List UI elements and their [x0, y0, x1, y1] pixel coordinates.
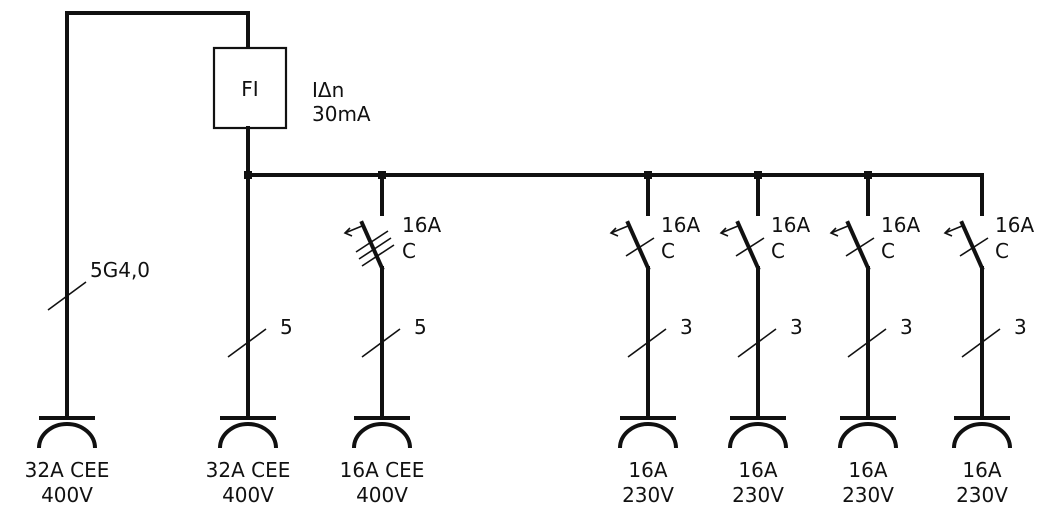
- supply-cable-label: 5G4,0: [90, 258, 150, 282]
- socket-0: 32A CEE 400V: [25, 416, 110, 507]
- branch-0-tick: [227, 328, 267, 358]
- socket-1-outlet-icon: [218, 422, 278, 449]
- socket-2-line1: 16A CEE: [340, 458, 425, 482]
- socket-4: 16A 230V: [728, 416, 788, 507]
- socket-5-line1: 16A: [848, 458, 887, 482]
- breaker-3-curve: C: [771, 239, 785, 263]
- socket-5-line2: 230V: [842, 483, 894, 507]
- socket-4-outlet-icon: [728, 422, 788, 449]
- branch-1-tick: [361, 328, 401, 358]
- socket-0-line2: 400V: [41, 483, 93, 507]
- breaker-4-pole-mark: [845, 237, 875, 257]
- breaker-2-trip-arrow-head: [609, 227, 619, 237]
- socket-6-line2: 230V: [956, 483, 1008, 507]
- socket-2-outlet-icon: [352, 422, 412, 449]
- socket-3-outlet-icon: [618, 422, 678, 449]
- junction-dot: [244, 171, 252, 179]
- branch-0-count: 5: [280, 315, 293, 339]
- breaker-5-current: 16A: [995, 213, 1034, 237]
- fi-box: [212, 46, 288, 130]
- breaker-3-trip-arrow-head: [719, 227, 729, 237]
- breaker-1-trip-arrow-head: [343, 227, 353, 237]
- socket-2-line2: 400V: [356, 483, 408, 507]
- breaker-5-curve: C: [995, 239, 1009, 263]
- branch-3-tick: [737, 328, 777, 358]
- branch-2-count: 3: [680, 315, 693, 339]
- branch-5-tick: [961, 328, 1001, 358]
- breaker-5-trip-arrow: [944, 225, 963, 234]
- branch-4: 16A C 3: [829, 173, 920, 420]
- fi-label: FI: [241, 77, 258, 101]
- branch-3: 16A C 3: [719, 173, 810, 420]
- breaker-1-pole-mark: [358, 237, 392, 260]
- breaker-3-contact: [735, 220, 761, 271]
- breaker-2-pole-mark: [625, 237, 655, 257]
- socket-5-outlet-icon: [838, 422, 898, 449]
- breaker-2-curve: C: [661, 239, 675, 263]
- supply-cable-tick: [47, 281, 87, 311]
- socket-1-line1: 32A CEE: [206, 458, 291, 482]
- breaker-3-trip-arrow: [720, 225, 739, 234]
- breaker-1-current: 16A: [402, 213, 441, 237]
- socket-1: 32A CEE 400V: [206, 416, 291, 507]
- breaker-3-current: 16A: [771, 213, 810, 237]
- breaker-1-trip-arrow: [344, 225, 363, 234]
- breaker-4-current: 16A: [881, 213, 920, 237]
- socket-3-line1: 16A: [628, 458, 667, 482]
- branch-2-tick: [627, 328, 667, 358]
- socket-4-line2: 230V: [732, 483, 784, 507]
- breaker-4-trip-arrow: [830, 225, 849, 234]
- breaker-1-curve: C: [402, 239, 416, 263]
- branch-4-count: 3: [900, 315, 913, 339]
- socket-5: 16A 230V: [838, 416, 898, 507]
- branch-5-count: 3: [1014, 315, 1027, 339]
- supply-wire: [65, 11, 250, 420]
- branch-3-count: 3: [790, 315, 803, 339]
- breaker-2-contact: [625, 220, 651, 271]
- breaker-5-trip-arrow-head: [943, 227, 953, 237]
- breaker-5-pole-mark: [959, 237, 989, 257]
- socket-6-line1: 16A: [962, 458, 1001, 482]
- fi-rating-line2: 30mA: [312, 102, 371, 126]
- branch-1-count: 5: [414, 315, 427, 339]
- socket-0-line1: 32A CEE: [25, 458, 110, 482]
- breaker-1-contact: [359, 220, 385, 271]
- branch-2: 16A C 3: [609, 173, 700, 420]
- branch-1: 16A C 5: [343, 173, 441, 420]
- branch-4-tick: [847, 328, 887, 358]
- socket-3-line2: 230V: [622, 483, 674, 507]
- socket-4-line1: 16A: [738, 458, 777, 482]
- breaker-1-pole-mark: [355, 230, 389, 253]
- socket-6-outlet-icon: [952, 422, 1012, 449]
- breaker-2-current: 16A: [661, 213, 700, 237]
- socket-1-line2: 400V: [222, 483, 274, 507]
- socket-2: 16A CEE 400V: [340, 416, 425, 507]
- breaker-3-pole-mark: [735, 237, 765, 257]
- breaker-4-contact: [845, 220, 871, 271]
- breaker-1-pole-mark: [361, 244, 395, 267]
- branch-5: 16A C 3: [943, 213, 1034, 420]
- socket-0-outlet-icon: [37, 422, 97, 449]
- breaker-5-contact: [959, 220, 985, 271]
- breaker-4-curve: C: [881, 239, 895, 263]
- breaker-4-trip-arrow-head: [829, 227, 839, 237]
- socket-3: 16A 230V: [618, 416, 678, 507]
- fi-rating-line1: IΔn: [312, 78, 344, 102]
- bus-bar: [246, 173, 984, 216]
- socket-6: 16A 230V: [952, 416, 1012, 507]
- breaker-2-trip-arrow: [610, 225, 629, 234]
